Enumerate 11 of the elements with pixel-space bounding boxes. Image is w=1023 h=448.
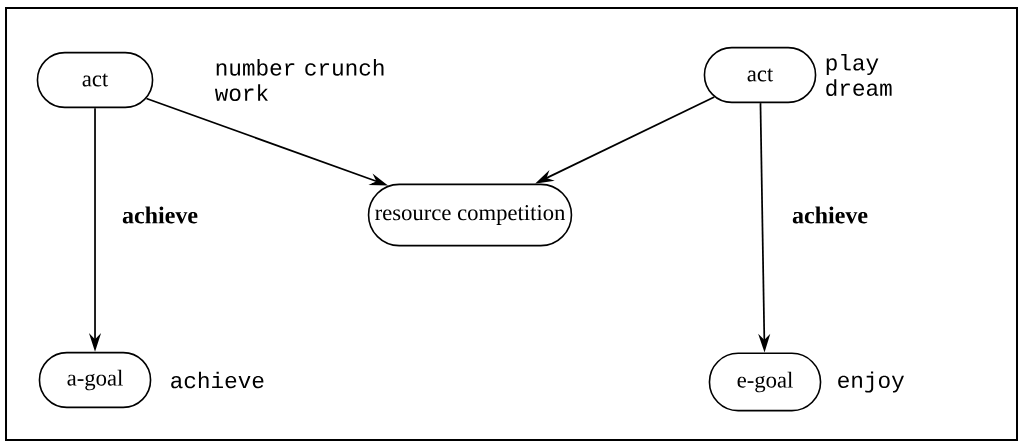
- rounded-box: resource competition: [367, 183, 573, 247]
- note-text: number crunch work: [214, 59, 384, 101]
- rounded-box: act: [703, 46, 817, 104]
- rounded-box: a-goal: [38, 351, 152, 409]
- edge-label: achieve: [120, 205, 200, 225]
- rounded-box: act: [36, 51, 154, 109]
- note-text: enjoy: [838, 371, 904, 393]
- note-text: achieve: [171, 371, 264, 389]
- note-text: play dream: [826, 54, 892, 96]
- edge-label: achieve: [790, 205, 870, 225]
- rounded-box: e-goal: [708, 352, 822, 412]
